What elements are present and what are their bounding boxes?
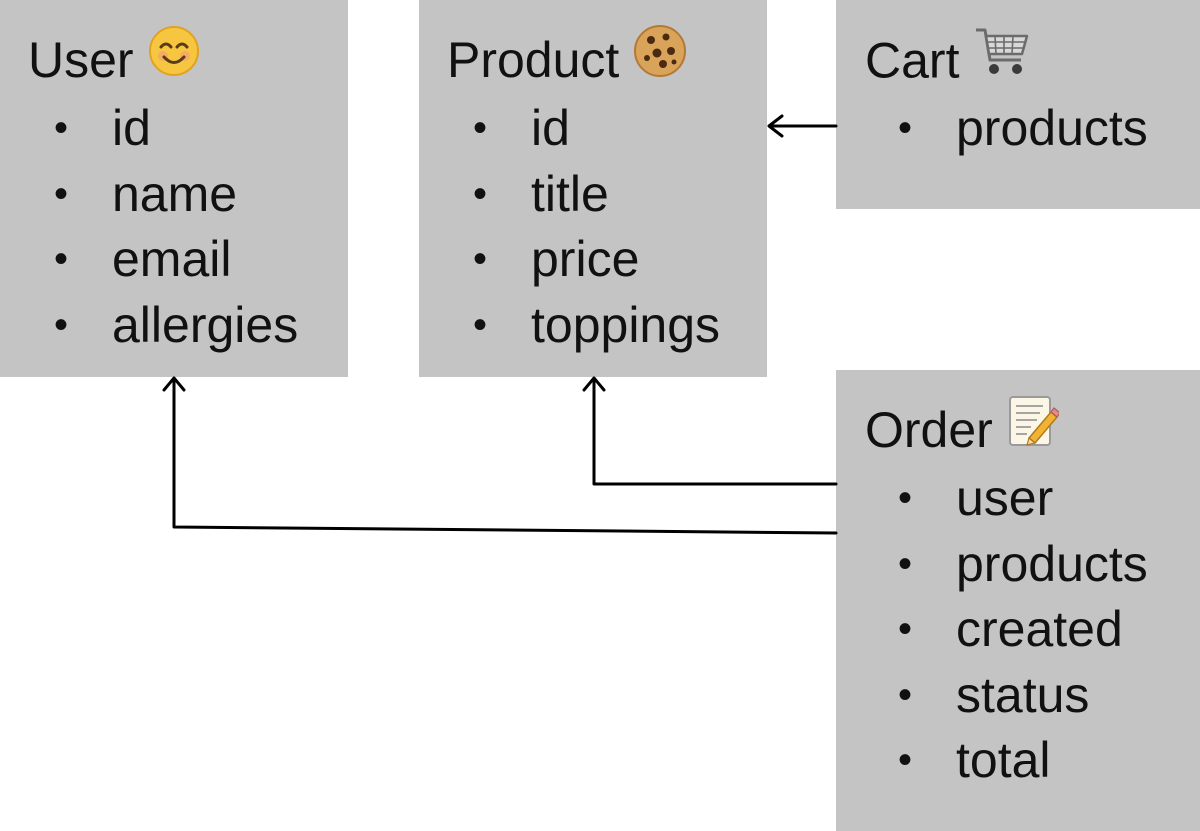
arrowhead-icon xyxy=(767,114,784,138)
field-item: •price xyxy=(473,231,640,287)
memo-pencil-icon xyxy=(1007,394,1061,461)
field-item: •products xyxy=(898,535,1148,592)
field-list: •id •title •price •toppings xyxy=(473,96,720,358)
field-list: •id •name •email •allergies xyxy=(54,96,298,358)
field-item: •products xyxy=(898,100,1148,156)
entity-name: Product xyxy=(447,32,620,88)
field-item: •user xyxy=(898,470,1054,526)
entity-title: User xyxy=(28,26,200,96)
cookie-icon xyxy=(633,24,687,91)
field-item: •created xyxy=(898,601,1123,657)
field-item: •id xyxy=(473,100,570,156)
entity-product: Product •id •title •price •toppings xyxy=(419,0,767,377)
connector-order-to-user xyxy=(172,378,838,535)
field-item: •toppings xyxy=(473,296,721,353)
arrowhead-icon xyxy=(162,376,186,392)
entity-title: Product xyxy=(447,25,687,97)
entity-title: Cart xyxy=(865,28,1031,99)
entity-order: Order •user •products •created •status •… xyxy=(836,370,1200,831)
entity-name: User xyxy=(28,32,134,88)
entity-name: Order xyxy=(865,402,993,458)
shopping-cart-icon xyxy=(973,24,1031,93)
entity-user: User •id •name •email •allergies xyxy=(0,0,348,377)
field-item: •email xyxy=(54,231,232,287)
field-list: •user •products •created •status •total xyxy=(898,466,1148,794)
field-item: •id xyxy=(54,100,151,156)
smiling-face-icon xyxy=(148,25,200,90)
field-item: •allergies xyxy=(54,296,299,353)
arrowhead-icon xyxy=(582,376,606,392)
entity-title: Order xyxy=(865,396,1061,467)
entity-name: Cart xyxy=(865,32,960,89)
field-item: •name xyxy=(54,165,238,222)
field-item: •title xyxy=(473,165,609,222)
field-list: •products xyxy=(898,96,1148,162)
field-item: •total xyxy=(898,732,1051,788)
entity-cart: Cart •products xyxy=(836,0,1200,209)
connector-order-to-product xyxy=(592,378,838,486)
field-item: •status xyxy=(898,666,1090,723)
